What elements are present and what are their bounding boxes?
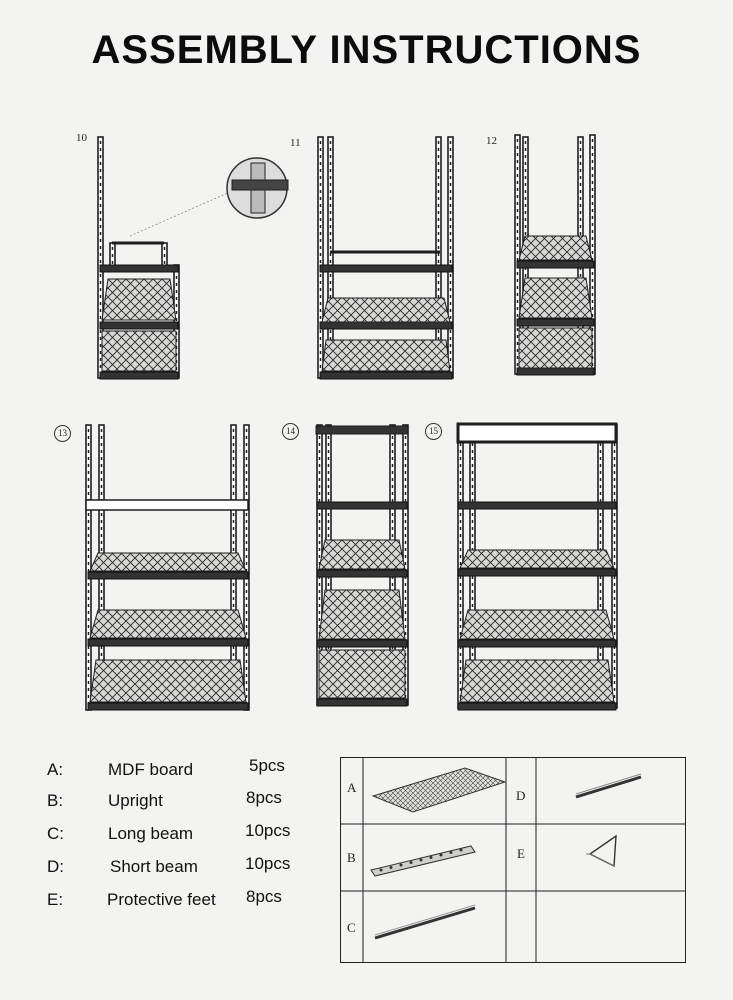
upright-post: [447, 136, 454, 379]
beam: [516, 260, 595, 269]
mdf-shelf: [318, 539, 406, 570]
parts-table: A D B E C: [340, 757, 686, 963]
short-beam-icon: [575, 773, 642, 799]
beam: [315, 425, 409, 435]
detail-leader: [129, 191, 231, 237]
beam: [85, 499, 249, 511]
beam: [316, 698, 408, 707]
detail-beam: [231, 179, 289, 191]
beam: [457, 568, 617, 577]
mdf-shelf: [89, 609, 247, 639]
beam: [87, 702, 249, 711]
mdf-shelf: [518, 327, 593, 369]
part-qty: 8pcs: [246, 788, 282, 807]
beam: [87, 571, 249, 580]
part-qty: 8pcs: [246, 887, 282, 906]
beam: [516, 367, 595, 376]
mdf-shelf: [321, 339, 451, 372]
table-cell-letter: D: [516, 788, 526, 803]
beam: [457, 501, 617, 510]
page-title: ASSEMBLY INSTRUCTIONS: [91, 28, 642, 72]
beam: [99, 321, 179, 330]
beam: [87, 638, 249, 647]
mdf-board-icon: [371, 767, 507, 813]
top-frame: [456, 422, 618, 444]
long-beam-icon: [374, 904, 476, 940]
part-letter: D:: [47, 857, 64, 876]
beam: [457, 639, 617, 648]
mdf-shelf: [318, 649, 406, 699]
beam: [316, 569, 408, 578]
beam: [319, 321, 453, 330]
upright-post: [317, 136, 324, 379]
step-number: 11: [290, 137, 301, 149]
part-qty: 10pcs: [245, 854, 291, 873]
protective-foot-icon: [586, 834, 617, 868]
step-number: 14: [282, 423, 299, 440]
step-number: 10: [76, 132, 87, 144]
part-name: MDF board: [108, 760, 194, 779]
table-cell-letter: B: [347, 850, 356, 865]
parts-table-grid: [341, 758, 685, 962]
beam: [316, 501, 408, 510]
assembly-steps-diagram: [85, 134, 618, 711]
part-letter: A:: [47, 760, 64, 779]
upright-icon: [370, 845, 476, 877]
part-name: Long beam: [108, 824, 194, 843]
step-number: 12: [486, 135, 497, 147]
mdf-shelf: [89, 552, 247, 572]
table-cell-letter: A: [347, 780, 357, 795]
step-number: 13: [54, 425, 71, 442]
part-letter: C:: [47, 824, 64, 843]
mdf-shelf: [101, 278, 177, 321]
table-cell-letter: E: [517, 846, 525, 861]
beam: [99, 371, 179, 380]
mdf-shelf: [89, 659, 247, 703]
mdf-shelf: [518, 235, 593, 261]
beam: [319, 264, 453, 273]
beam: [99, 264, 179, 273]
mdf-shelf: [459, 659, 615, 703]
mdf-shelf: [518, 277, 593, 319]
mdf-shelf: [459, 609, 615, 640]
step-number: 15: [425, 423, 442, 440]
mdf-shelf: [101, 330, 177, 372]
part-name: Protective feet: [107, 890, 216, 909]
part-qty: 10pcs: [245, 821, 291, 840]
mdf-shelf: [459, 549, 615, 569]
table-cell-letter: C: [347, 920, 356, 935]
part-qty: 5pcs: [249, 756, 285, 775]
beam: [319, 371, 453, 380]
part-name: Short beam: [110, 857, 198, 876]
beam: [316, 639, 408, 648]
part-letter: B:: [47, 791, 64, 810]
beam: [457, 702, 617, 711]
part-name: Upright: [108, 791, 163, 810]
part-letter: E:: [47, 890, 64, 909]
beam: [516, 318, 595, 327]
mdf-shelf: [318, 589, 406, 640]
mdf-shelf: [321, 297, 451, 323]
